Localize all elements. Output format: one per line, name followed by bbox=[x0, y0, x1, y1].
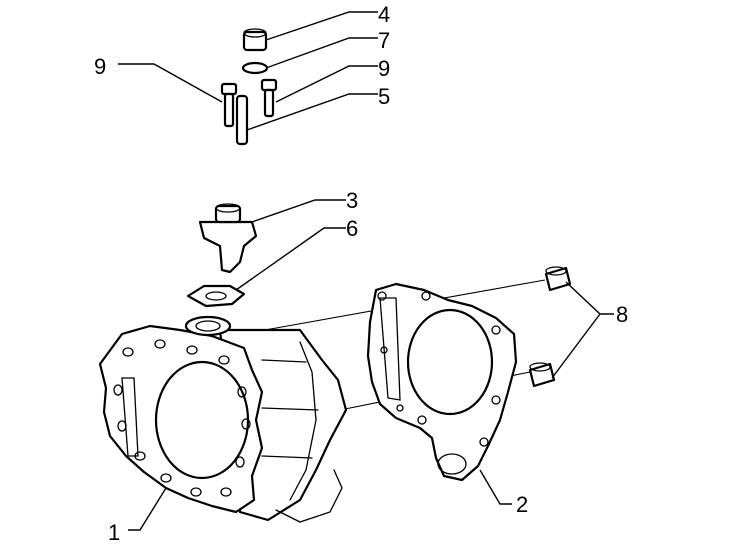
gasket-part bbox=[366, 282, 518, 482]
leader-7 bbox=[265, 37, 378, 69]
leader-9-right bbox=[275, 65, 378, 103]
callout-2: 2 bbox=[516, 492, 528, 517]
screw-right-part bbox=[260, 78, 278, 118]
callout-4: 4 bbox=[378, 2, 390, 27]
callout-6: 6 bbox=[346, 216, 358, 241]
leader-5 bbox=[246, 93, 378, 131]
leader-9-left bbox=[118, 63, 223, 103]
cap-screw-part bbox=[242, 28, 268, 52]
screw-left-part bbox=[220, 82, 238, 128]
leader-1 bbox=[128, 487, 167, 531]
tensioner-gasket-part bbox=[186, 284, 246, 308]
callout-9-right: 9 bbox=[378, 56, 390, 81]
callout-1: 1 bbox=[108, 520, 120, 545]
callout-3: 3 bbox=[346, 188, 358, 213]
leader-lines bbox=[118, 11, 614, 531]
leader-6 bbox=[235, 227, 346, 291]
leader-4 bbox=[265, 11, 378, 41]
callout-labels: 4 7 9 5 9 3 6 8 2 1 bbox=[94, 2, 628, 545]
leader-2 bbox=[479, 469, 512, 505]
callout-8: 8 bbox=[616, 302, 628, 327]
cylinder-part bbox=[98, 315, 348, 523]
chain-tensioner-part bbox=[198, 203, 258, 274]
spring-part bbox=[235, 94, 249, 146]
dowel-pins-part bbox=[528, 266, 572, 388]
leader-8-upper bbox=[565, 281, 614, 315]
leader-3 bbox=[251, 199, 346, 223]
callout-5: 5 bbox=[378, 84, 390, 109]
callout-9-left: 9 bbox=[94, 54, 106, 79]
washer-part bbox=[241, 61, 269, 75]
callout-7: 7 bbox=[378, 28, 390, 53]
leader-8-lower bbox=[551, 313, 601, 379]
